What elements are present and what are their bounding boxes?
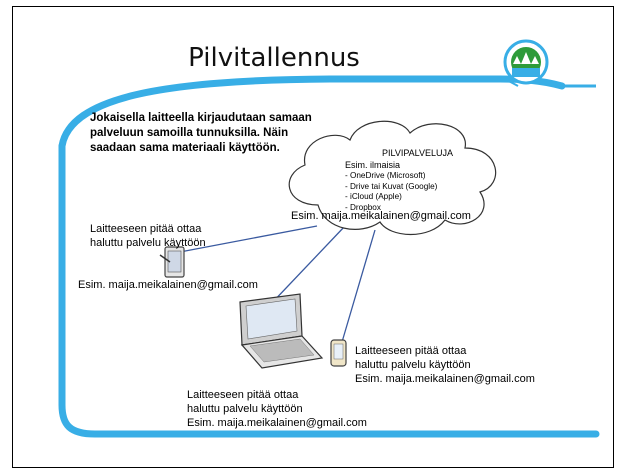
cloud-email: Esim. maija.meikalainen@gmail.com <box>291 210 471 222</box>
laptop-note: Laitteeseen pitää ottaa haluttu palvelu … <box>187 388 367 430</box>
tablet-note-line: haluttu palvelu käyttöön <box>90 237 206 250</box>
line-tablet <box>179 225 318 253</box>
slide-frame <box>12 6 614 468</box>
laptop-icon <box>239 293 324 369</box>
tablet-email: Esim. maija.meikalainen@gmail.com <box>78 279 258 291</box>
phone-note: Laitteeseen pitää ottaa haluttu palvelu … <box>355 344 535 386</box>
line-phone <box>341 229 376 343</box>
connection-lines <box>179 225 376 343</box>
laptop-note-line: haluttu palvelu käyttöön <box>187 403 303 416</box>
intro-text: Jokaisella laitteella kirjaudutaan samaa… <box>90 111 312 156</box>
cloud-service: - Dropbox <box>345 202 381 212</box>
tablet-icon <box>159 246 185 278</box>
phone-note-line: Esim. maija.meikalainen@gmail.com <box>355 373 535 386</box>
cloud-subheading: Esim. ilmaisia <box>345 160 401 170</box>
laptop-note-line: Esim. maija.meikalainen@gmail.com <box>187 417 367 430</box>
cloud-service: - Drive tai Kuvat (Google) <box>345 181 438 191</box>
phone-note-line: Laitteeseen pitää ottaa <box>355 345 467 357</box>
phone-icon <box>330 339 347 367</box>
cloud-service: - iCloud (Apple) <box>345 192 402 202</box>
laptop-note-line: Laitteeseen pitää ottaa <box>187 389 299 401</box>
tablet-note: Laitteeseen pitää ottaa haluttu palvelu … <box>90 222 206 250</box>
line-laptop <box>268 225 346 307</box>
swoosh-left <box>58 142 600 438</box>
tree-logo-icon <box>503 39 549 87</box>
tablet-note-line: Laitteeseen pitää ottaa <box>90 223 202 235</box>
cloud-heading: PILVIPALVELUJA <box>382 148 454 158</box>
cloud-service: - OneDrive (Microsoft) <box>345 171 426 180</box>
phone-note-line: haluttu palvelu käyttöön <box>355 359 471 372</box>
slide-title: Pilvitallennus <box>188 43 360 73</box>
intro-line: saadaan sama materiaali käyttöön. <box>90 141 280 154</box>
intro-line: palveluun samoilla tunnuksilla. Näin <box>90 126 289 139</box>
cloud-service-list: - OneDrive (Microsoft) - Drive tai Kuvat… <box>345 171 437 214</box>
intro-line: Jokaisella laitteella kirjaudutaan samaa… <box>90 112 312 124</box>
cloud-icon <box>288 120 497 236</box>
